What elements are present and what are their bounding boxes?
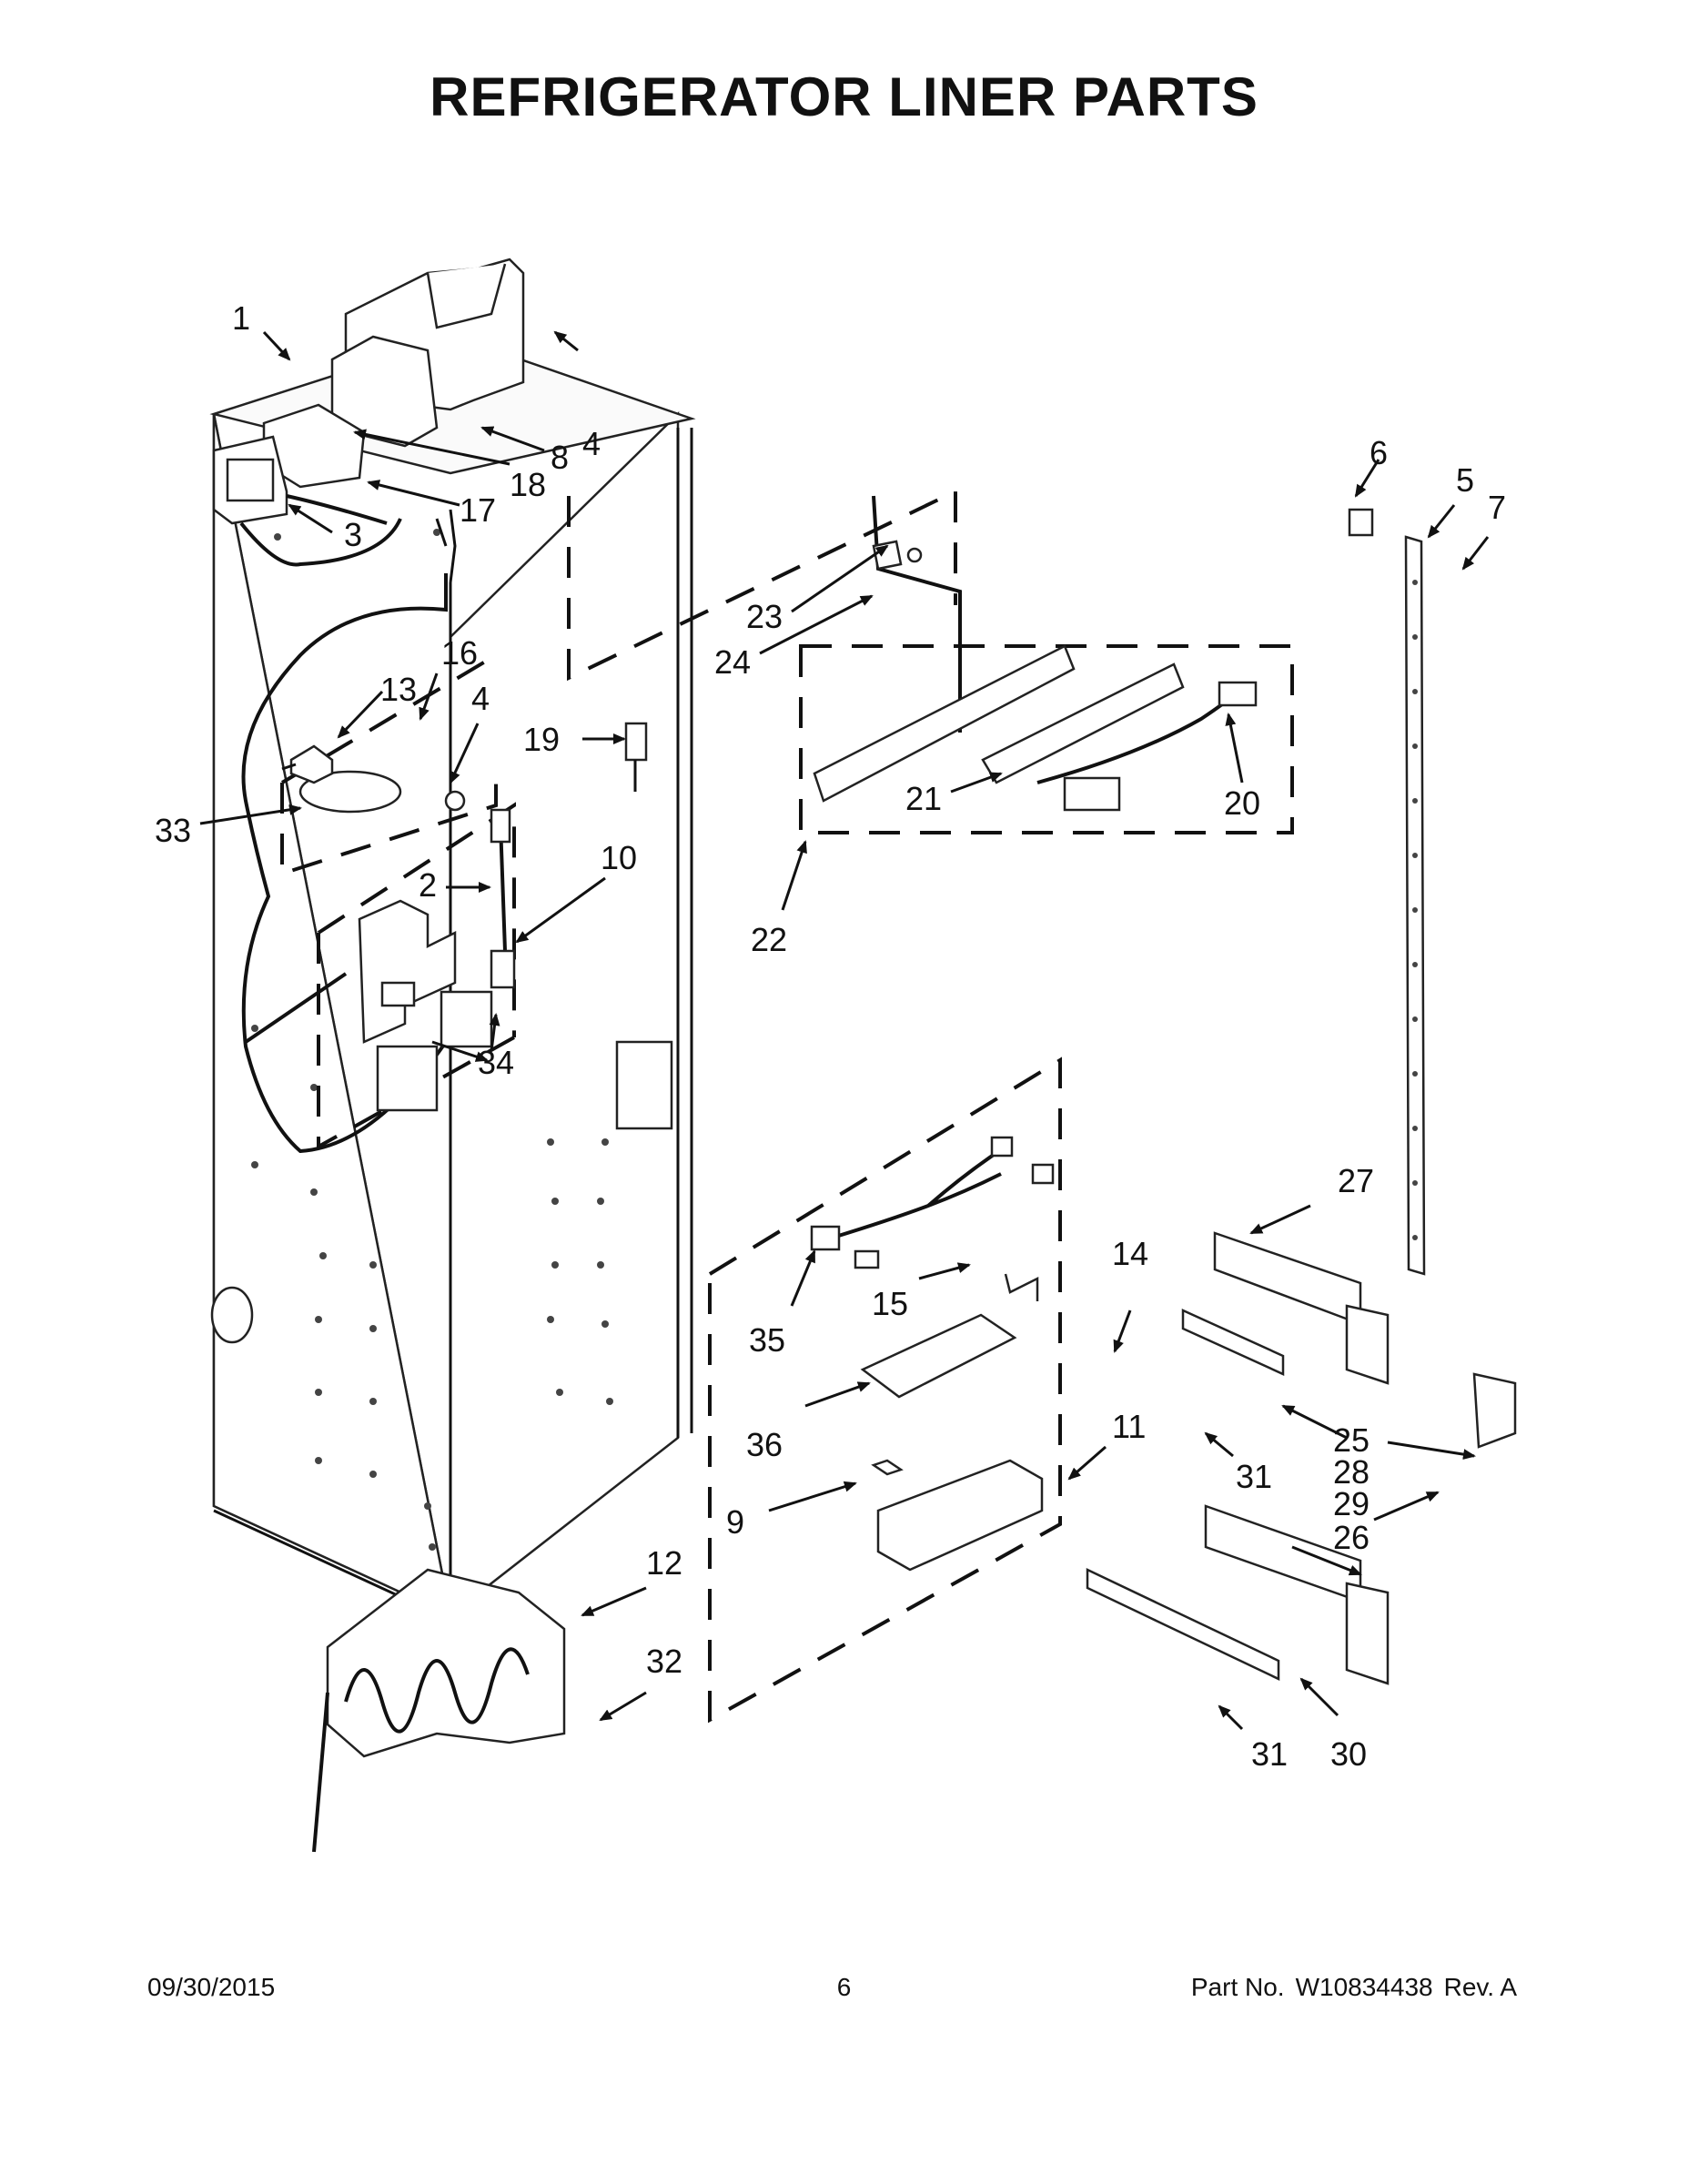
label-13: 13 <box>380 671 417 708</box>
label-23: 23 <box>746 598 783 635</box>
footer-page-number: 6 <box>836 1973 852 2001</box>
label-21: 21 <box>905 780 942 817</box>
liner-access-panel <box>615 1040 673 1130</box>
label-24: 24 <box>714 643 751 681</box>
ui-tape-pad-34b <box>440 990 493 1048</box>
label-32: 32 <box>646 1643 682 1680</box>
label-14: 14 <box>1112 1235 1148 1272</box>
label-20: 20 <box>1224 784 1260 822</box>
label-25: 25 <box>1333 1421 1370 1459</box>
label-17: 17 <box>460 491 496 529</box>
label-19: 19 <box>523 721 560 758</box>
label-30: 30 <box>1330 1735 1367 1773</box>
footer-part-number: W10834438 <box>1295 1973 1433 2001</box>
label-27: 27 <box>1338 1162 1374 1199</box>
label-8: 8 <box>551 439 569 476</box>
label-31b: 31 <box>1251 1735 1288 1773</box>
callout-labels: 1 4 8 18 17 3 6 5 7 13 16 4 33 2 10 34 1… <box>155 299 1506 1773</box>
label-31a: 31 <box>1236 1458 1272 1495</box>
duct-dash-line <box>567 488 957 682</box>
label-16: 16 <box>441 634 478 672</box>
label-15: 15 <box>872 1285 908 1322</box>
label-9: 9 <box>726 1503 744 1541</box>
label-2: 2 <box>419 866 437 904</box>
label-34: 34 <box>478 1044 514 1081</box>
light-assembly-group <box>799 540 1294 834</box>
liner-drain-hole <box>210 1286 254 1344</box>
shelf-rail <box>1348 508 1426 1276</box>
label-3: 3 <box>344 516 362 553</box>
label-1: 1 <box>232 299 250 337</box>
crisper-control-group <box>708 1057 1062 1724</box>
footer-part-info: Part No. W10834438 Rev. A <box>1191 1973 1517 2002</box>
label-12: 12 <box>646 1544 682 1582</box>
air-duct-assembly <box>212 258 525 567</box>
label-11: 11 <box>1112 1408 1146 1445</box>
part-19-thermistor <box>624 722 648 792</box>
page-title: REFRIGERATOR LINER PARTS <box>430 66 1258 127</box>
footer-revision: Rev. A <box>1443 1973 1517 2001</box>
label-26: 26 <box>1333 1519 1370 1556</box>
label-4b: 4 <box>471 680 490 717</box>
ui-tape-pad-34a <box>376 1045 439 1112</box>
label-6: 6 <box>1370 434 1388 471</box>
label-18: 18 <box>510 466 546 503</box>
label-22: 22 <box>751 921 787 958</box>
leader-lines <box>199 330 1490 1731</box>
label-29: 29 <box>1333 1485 1370 1522</box>
footer-date: 09/30/2015 <box>147 1973 276 2001</box>
rail-cap-6 <box>1348 508 1374 537</box>
wire-harness-long <box>241 573 448 1154</box>
label-4a: 4 <box>582 425 601 462</box>
footer-part-label: Part No. <box>1190 1973 1285 2001</box>
label-5: 5 <box>1456 461 1474 499</box>
ui-badge-33 <box>298 770 402 814</box>
label-35: 35 <box>749 1321 785 1359</box>
shelf-bracket-group <box>1086 1231 1517 1685</box>
label-28: 28 <box>1333 1453 1370 1491</box>
evaporator-coil <box>312 1568 566 1853</box>
label-36: 36 <box>746 1426 783 1463</box>
label-10: 10 <box>601 839 637 876</box>
label-7: 7 <box>1488 489 1506 526</box>
control-housing-group <box>280 653 516 1150</box>
label-33: 33 <box>155 812 191 849</box>
